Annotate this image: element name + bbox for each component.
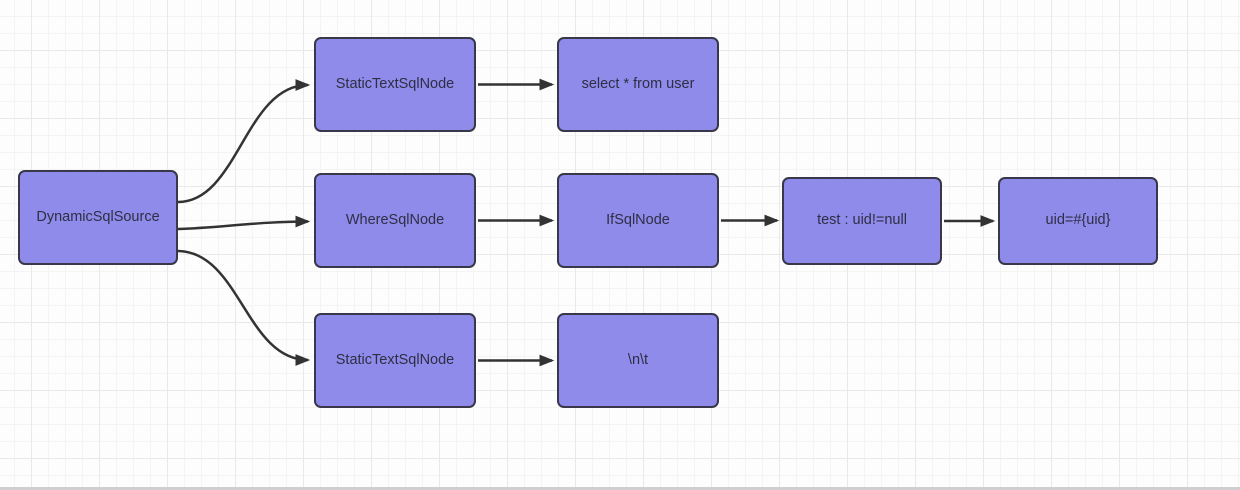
node-where-sql-node: WhereSqlNode [314, 173, 476, 268]
window-bottom-edge [0, 487, 1240, 490]
connector-dynamic-to-static-top [177, 79, 311, 204]
node-label-static-text-bottom: StaticTextSqlNode [335, 351, 455, 368]
node-label-static-text-top: StaticTextSqlNode [335, 75, 455, 92]
node-static-text-sql-node-top: StaticTextSqlNode [314, 37, 476, 132]
connector-dynamic-to-static-bottom [177, 249, 311, 366]
node-select-from-user: select * from user [557, 37, 719, 132]
node-uid-binding: uid=#{uid} [998, 177, 1158, 265]
node-newline-tab: \n\t [557, 313, 719, 408]
node-dynamic-sql-source: DynamicSqlSource [18, 170, 178, 265]
node-label-uid-binding: uid=#{uid} [1045, 212, 1111, 229]
node-label-select-from-user: select * from user [581, 75, 695, 92]
connector-dynamic-to-where [177, 215, 311, 231]
node-label-test-condition: test : uid!=null [817, 212, 907, 229]
node-label-where-sql-node: WhereSqlNode [345, 211, 445, 228]
node-label-dynamic-sql-source: DynamicSqlSource [36, 208, 160, 225]
node-test-condition: test : uid!=null [782, 177, 942, 265]
node-label-newline-tab: \n\t [627, 351, 649, 368]
node-if-sql-node: IfSqlNode [557, 173, 719, 268]
node-label-if-sql-node: IfSqlNode [606, 211, 670, 228]
node-static-text-sql-node-bottom: StaticTextSqlNode [314, 313, 476, 408]
